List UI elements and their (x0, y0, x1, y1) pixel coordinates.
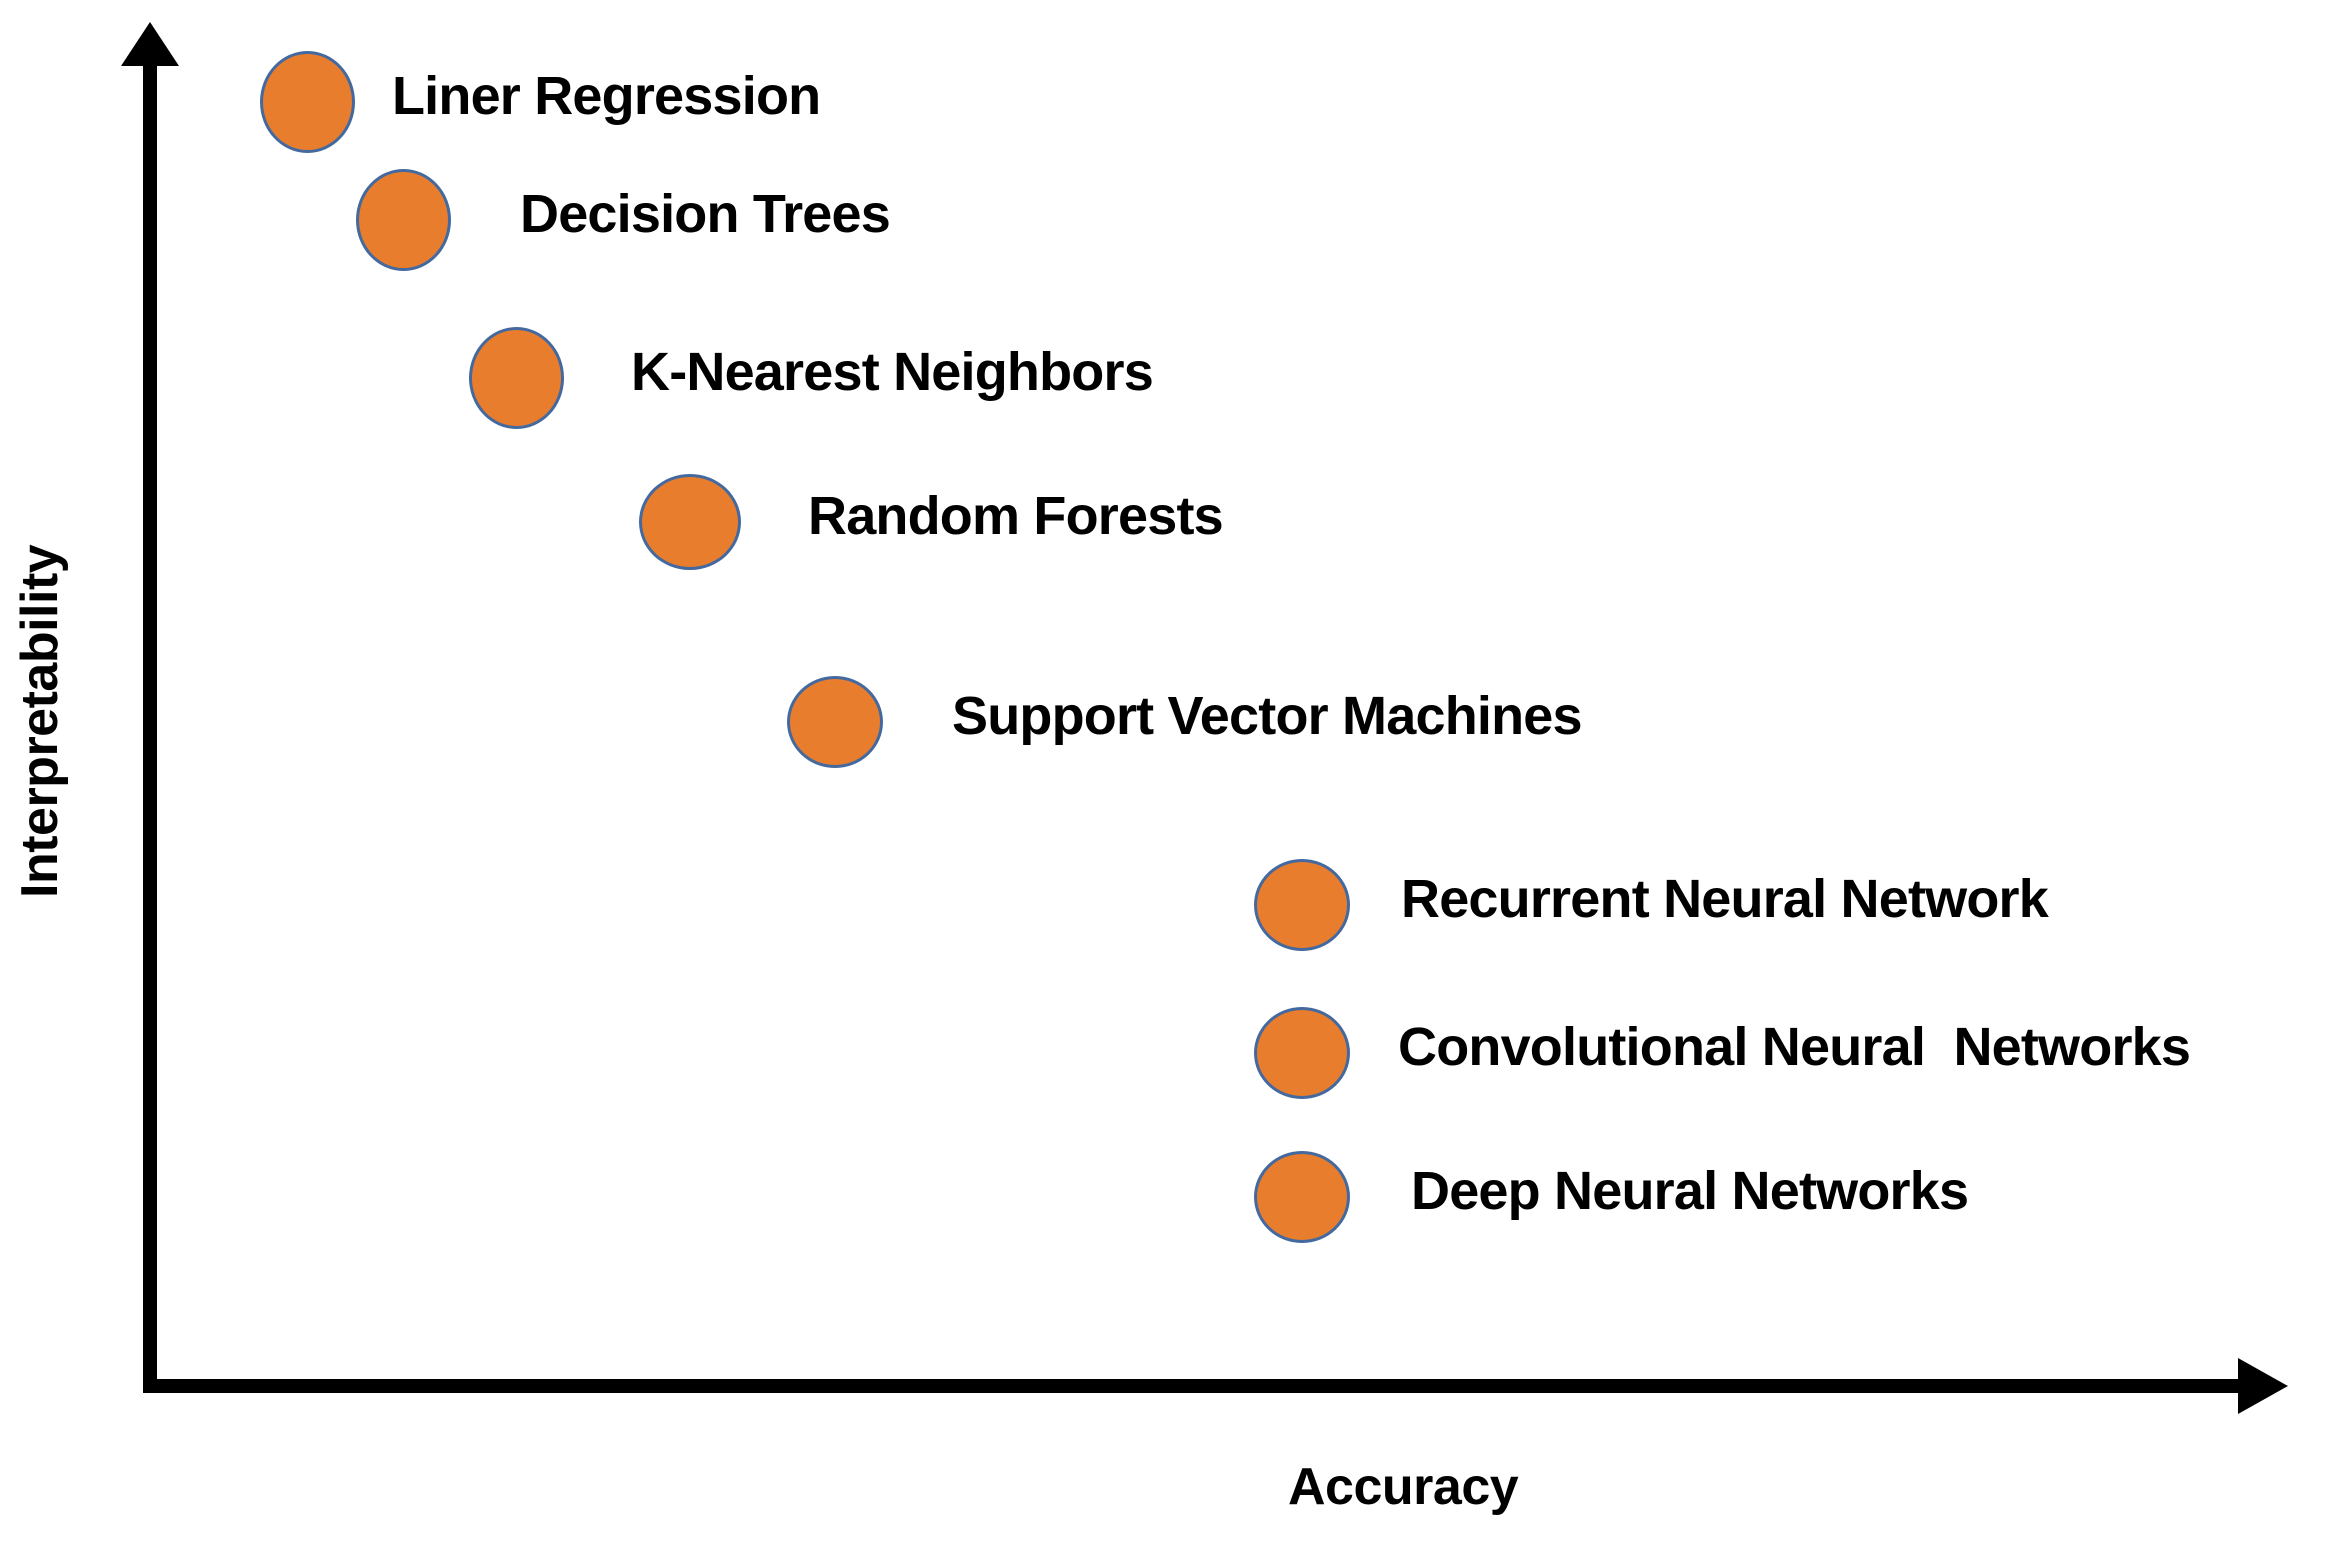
data-point-label: Support Vector Machines (952, 685, 1583, 746)
x-axis-title: Accuracy (1288, 1458, 1519, 1516)
data-point-label: Deep Neural Networks (1411, 1160, 1969, 1221)
y-axis-line (143, 55, 157, 1393)
data-point-label: Recurrent Neural Network (1401, 868, 2049, 929)
data-point-label: Convolutional Neural Networks (1398, 1016, 2191, 1077)
data-point-marker[interactable] (1254, 1151, 1350, 1243)
data-point-marker[interactable] (259, 51, 355, 153)
data-point-marker[interactable] (355, 169, 451, 271)
data-point-marker[interactable] (468, 327, 564, 429)
y-axis-title: Interpretability (11, 544, 69, 898)
data-point-marker[interactable] (787, 676, 883, 768)
x-axis-line (143, 1379, 2243, 1393)
data-point-marker[interactable] (1254, 1007, 1350, 1099)
data-point-marker[interactable] (639, 474, 741, 570)
data-point-label: Random Forests (808, 485, 1224, 546)
data-point-label: K-Nearest Neighbors (631, 341, 1154, 402)
data-point-marker[interactable] (1254, 859, 1350, 951)
data-point-label: Decision Trees (520, 183, 891, 244)
data-point-label: Liner Regression (392, 65, 821, 126)
y-axis-arrowhead-icon (121, 22, 179, 66)
x-axis-arrowhead-icon (2238, 1358, 2288, 1414)
